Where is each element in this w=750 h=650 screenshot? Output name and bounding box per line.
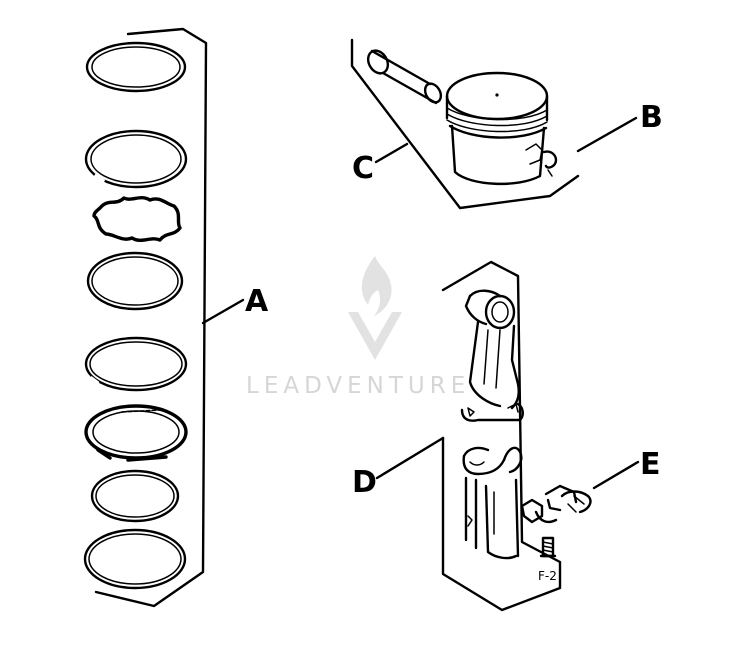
callout-e: E: [640, 447, 661, 482]
connecting-rod-assembly: F-2 D E: [352, 260, 661, 612]
callout-b: B: [640, 100, 663, 135]
watermark: LEADVENTURE: [246, 256, 470, 399]
leader-line-c: [374, 142, 409, 164]
leader-line-d: [375, 436, 445, 480]
ring-set-bracket: [94, 27, 208, 608]
ring-6: [90, 469, 180, 523]
connecting-rod: [460, 289, 524, 560]
ring-expander: [92, 196, 182, 242]
part-number-mark: F-2: [538, 569, 557, 583]
piston-assembly: C B: [350, 38, 663, 210]
leader-line-b: [576, 116, 638, 153]
ring-3: [86, 251, 184, 311]
callout-c: C: [352, 151, 374, 186]
watermark-v-icon: [348, 312, 402, 360]
ring-5: [84, 404, 188, 462]
watermark-flame-icon: [361, 256, 392, 316]
ring-7: [83, 528, 187, 590]
ring-2: [84, 129, 188, 189]
leader-line-a: [201, 298, 245, 325]
rod-nut-and-washer: [520, 484, 592, 524]
wrist-pin: [366, 49, 443, 105]
ring-1: [85, 41, 187, 93]
watermark-text: LEADVENTURE: [246, 373, 470, 399]
callout-a: A: [245, 284, 269, 319]
callout-d: D: [352, 465, 377, 500]
ring-4: [84, 336, 188, 392]
piston-ring-set: A: [83, 27, 269, 608]
rod-bracket: [441, 260, 562, 612]
leader-line-e: [592, 460, 640, 490]
rod-bolt: [539, 536, 557, 558]
piston-bracket: [350, 38, 580, 210]
piston: [445, 71, 558, 186]
